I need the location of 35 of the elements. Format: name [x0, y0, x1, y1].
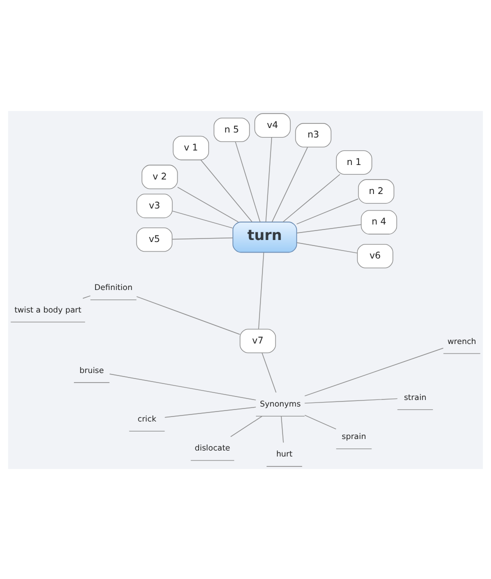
node-box: v7 [240, 328, 276, 353]
connector [172, 237, 234, 240]
node-box: v6 [357, 243, 394, 268]
connector [296, 224, 362, 233]
connector [200, 159, 252, 222]
connector [304, 398, 398, 404]
connector [304, 414, 336, 429]
node-box: n 1 [336, 150, 372, 174]
node-box: v 1 [172, 135, 210, 160]
connector [172, 210, 233, 228]
connector [258, 252, 264, 329]
node-box: turn [232, 221, 298, 252]
connector [296, 198, 358, 224]
connector [280, 415, 284, 442]
connector [164, 406, 256, 418]
node-box: n3 [295, 122, 332, 147]
connector [82, 294, 91, 298]
node-box: n 5 [214, 117, 250, 142]
node-box: n 4 [360, 210, 398, 234]
connector [296, 242, 358, 253]
connector [136, 296, 240, 334]
node-box: v5 [136, 226, 172, 252]
connector [262, 352, 276, 392]
node-box: n 2 [358, 178, 394, 204]
connector [304, 347, 444, 396]
connector [265, 136, 272, 222]
connector [282, 173, 340, 222]
node-box: v 2 [142, 164, 178, 189]
node-box: v4 [254, 112, 291, 138]
connector [109, 373, 256, 400]
connector [230, 415, 262, 437]
node-box: v3 [136, 193, 173, 218]
connector [272, 146, 308, 222]
connector [235, 141, 260, 222]
connector [177, 186, 239, 222]
